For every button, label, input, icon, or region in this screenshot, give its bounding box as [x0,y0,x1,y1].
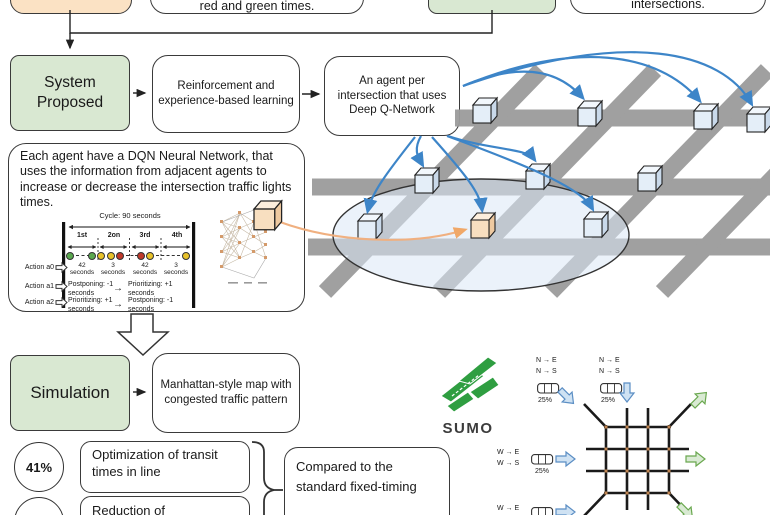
ellipse-highlight [332,178,630,292]
car-icon [537,383,560,394]
comparison-box [284,447,450,515]
agent-box: An agent per intersection that uses Deep… [324,56,460,136]
light-yellow [107,252,115,260]
car-icon [531,507,554,515]
agent-cube [525,163,551,190]
agent-cube [577,100,603,127]
inflow-arrow-se [554,384,580,409]
inflow-arrow-down [619,382,635,403]
result-label-2: Reduction of [92,503,165,515]
car-icon [531,454,554,465]
result-box-2 [80,496,250,515]
system-proposed-box: System Proposed [10,55,130,131]
top-peach-box [10,0,132,14]
action-a0-label: Action a0 [24,264,54,271]
result-pct-circle-1: 41% [14,442,64,492]
a1-arrow: → [113,283,123,294]
action-a1-left: Postponing: -1 seconds [68,281,114,297]
agent-cube [472,97,498,124]
system-proposed-label: System Proposed [36,73,104,111]
action-a2-left: Prioritizing: +1 seconds [68,297,113,313]
top-intersections-text: intersections. [631,0,705,11]
light-dash [156,255,180,256]
simulation-box: Simulation [10,355,130,431]
light-green [88,252,96,260]
top-red-green-text: red and green times. [199,0,315,13]
hollow-down-arrow [116,313,170,357]
phase-2on: 2on [107,232,121,239]
result-box-1 [80,441,250,493]
outflow-arrow-right [685,451,706,467]
traffic-light-sequence [64,252,196,261]
results-brace [251,441,283,515]
sumo-network-map [583,403,692,515]
agent-cube-highlighted [470,212,496,239]
reinforcement-label: Reinforcement and experience-based learn… [158,80,294,107]
agent-label: An agent per intersection that uses Deep… [337,74,447,117]
nn-to-cube-arrow [279,221,468,241]
a2-arrow: → [113,299,123,310]
demand-group-2-pct: 25% [601,397,616,404]
light-green [66,252,74,260]
reinforcement-box: Reinforcement and experience-based learn… [152,55,300,133]
inflow-arrow-right [555,451,576,467]
action-a1-right: Prioritizing: +1 seconds [128,281,173,297]
demand-group-3-pct: 25% [535,468,550,475]
light-yellow [182,252,190,260]
light-yellow [97,252,105,260]
inflow-arrow-right-2 [555,504,576,515]
comparison-text: Compared to the standard fixed-timing [296,459,417,495]
car-icon [600,383,623,394]
action-a1-label: Action a1 [24,283,54,290]
result-pct-1: 41% [25,459,53,475]
outflow-arrow-se [673,499,699,515]
light-red [137,252,145,260]
agent-cube [693,103,719,130]
demand-group-1-pct: 25% [538,397,553,404]
phase-1st: 1st [76,232,88,239]
result-label-1: Optimization of transit times in line [92,447,218,479]
light-red [116,252,124,260]
sumo-wordmark: SUMO [442,420,494,437]
manhattan-label: Manhattan-style map with congested traff… [160,379,292,406]
simulation-label: Simulation [30,383,110,402]
manhattan-box: Manhattan-style map with congested traff… [152,353,300,433]
result-pct-circle-2 [14,497,64,515]
agent-cube [746,106,770,133]
sumo-logo-icon [440,356,500,413]
top-green-box [428,0,556,14]
agent-cube [637,165,663,192]
light-dash [76,255,90,256]
action-a2-label: Action a2 [24,299,54,306]
action-a2-right: Postponing: -1 seconds [128,297,174,313]
demand-group-4-routes: W → EW → S [497,505,520,512]
light-yellow [146,252,154,260]
light-dash [126,255,138,256]
agent-cube [583,211,609,238]
phase-3rd: 3rd [139,232,151,239]
outflow-arrow-ne [687,386,712,412]
agent-cube [414,167,440,194]
phase-4th: 4th [171,232,183,239]
agent-cube [357,213,383,240]
cycle-title: Cycle: 90 seconds [99,211,161,220]
dqn-description: Each agent have a DQN Neural Network, th… [20,149,292,209]
